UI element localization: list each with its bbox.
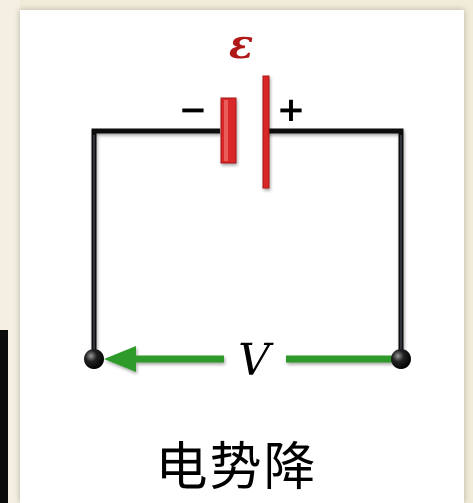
wire-right-top xyxy=(265,128,404,357)
diagram-caption: 电势降 xyxy=(155,438,318,498)
left-edge-bar xyxy=(0,330,8,503)
battery-positive-plate xyxy=(262,75,270,189)
battery-negative-shine xyxy=(224,100,228,161)
junction-node-left xyxy=(84,349,104,369)
negative-terminal-sign: − xyxy=(179,90,208,130)
positive-terminal-sign: + xyxy=(277,90,306,130)
voltage-symbol: V xyxy=(238,335,274,386)
wire-left-top xyxy=(91,128,220,357)
emf-symbol: ε xyxy=(229,21,253,68)
battery-negative-plate xyxy=(220,97,237,164)
junction-node-right xyxy=(391,349,411,369)
voltage-arrow-head xyxy=(104,346,136,372)
